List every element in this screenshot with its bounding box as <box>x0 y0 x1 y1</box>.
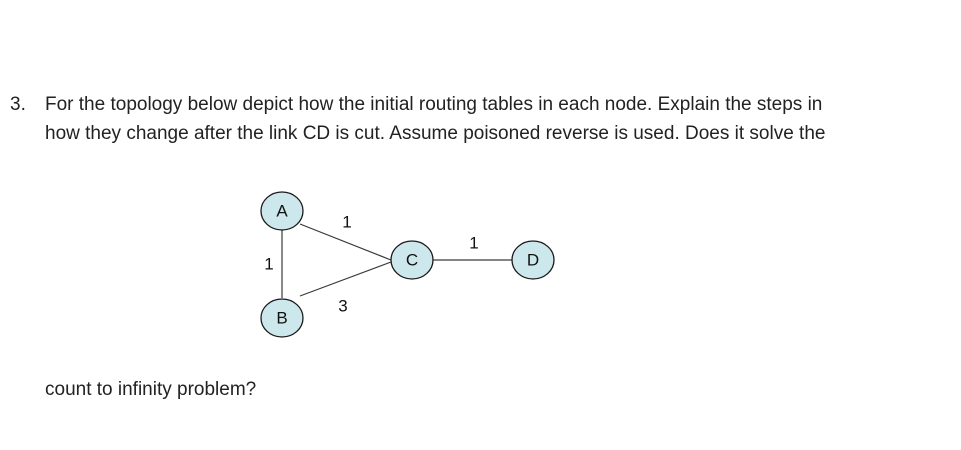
question-text-line-1: For the topology below depict how the in… <box>45 94 823 115</box>
cost-label-b-c: 3 <box>338 297 347 316</box>
question-text-line-2: how they change after the link CD is cut… <box>45 123 826 144</box>
node-b-label: B <box>276 309 287 328</box>
question-text-line-3: count to infinity problem? <box>45 379 257 400</box>
node-a-label: A <box>276 202 288 221</box>
node-c-label: C <box>406 251 418 270</box>
question-number: 3. <box>10 94 26 115</box>
cost-label-a-b: 1 <box>264 255 273 274</box>
link-a-c <box>299 223 392 261</box>
node-c: C <box>390 240 434 280</box>
node-a: A <box>260 191 304 231</box>
node-d: D <box>511 240 555 280</box>
node-d-label: D <box>527 251 539 270</box>
link-b-c <box>299 261 392 297</box>
node-b: B <box>260 298 304 338</box>
cost-label-a-c: 1 <box>342 213 351 232</box>
cost-label-c-d: 1 <box>469 234 478 253</box>
